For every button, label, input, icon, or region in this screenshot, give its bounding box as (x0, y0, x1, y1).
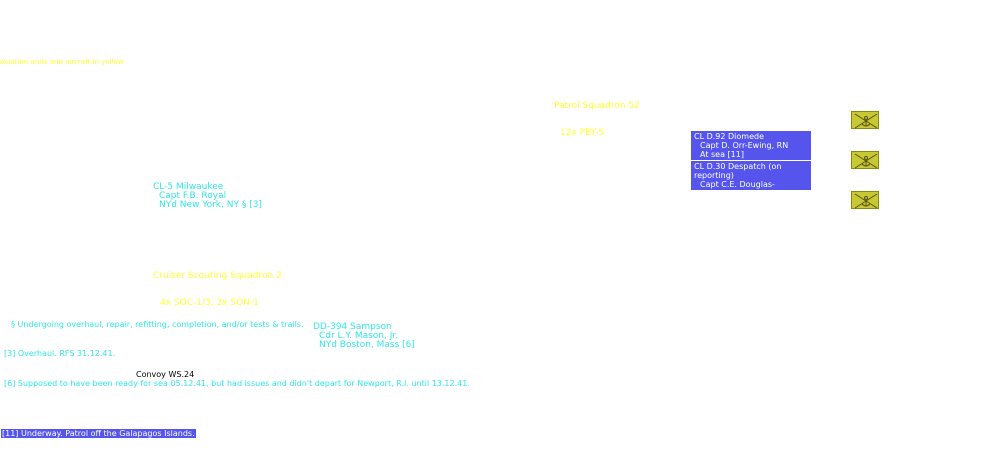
note-3: [3] Overhaul. RFS 31.12.41. (4, 349, 116, 358)
milwaukee-name: CL-5 Milwaukee (153, 182, 224, 192)
ship1-name: CL D.92 Diomede (694, 132, 765, 141)
note-6: [6] Supposed to have been ready for sea … (4, 379, 470, 388)
ship1-captain: Capt D. Orr-Ewing, RN (700, 141, 789, 150)
naval-unit-icon (851, 151, 879, 169)
milwaukee-location: NYd New York, NY § [3] (159, 200, 262, 210)
ship2-location: Bermuda, BWI (700, 198, 757, 207)
convoy-label: Convoy WS.24 (136, 370, 195, 379)
note-11: [11] Underway. Patrol off the Galapagos … (1, 429, 196, 438)
sampson-name: DD-394 Sampson (313, 322, 392, 332)
allied-ships-box: CL D.92 Diomede Capt D. Orr-Ewing, RN At… (691, 131, 811, 207)
milwaukee-block: CL-5 Milwaukee Capt F.B. Royal NYd New Y… (153, 183, 262, 210)
patrol-squadron-aircraft: 12x PBY-5 (560, 128, 605, 138)
ship2-name: CL D.30 Despatch (on reporting) (694, 162, 782, 180)
aviation-legend-note: Aviation units and aircraft in yellow (0, 58, 124, 66)
milwaukee-captain: Capt F.B. Royal (159, 191, 227, 201)
note-11-text: [11] Underway. Patrol off the Galapagos … (1, 429, 196, 438)
cruiser-scouting-name: Cruiser Scouting Squadron 2 (153, 271, 282, 281)
patrol-squadron-name: Patrol Squadron 52 (554, 101, 640, 111)
ship1-location: At sea [11] (700, 150, 744, 159)
naval-unit-icon (851, 111, 879, 129)
box-divider (691, 160, 811, 161)
sampson-block: DD-394 Sampson Cdr L.Y. Mason, Jr. NYd B… (313, 323, 415, 350)
cruiser-scouting-aircraft: 4x SOC-1/3, 2x SON-1 (160, 298, 259, 308)
sampson-location: NYd Boston, Mass [6] (319, 340, 415, 350)
ship2-captain: Capt C.E. Douglas-Pennant, RN (700, 180, 775, 198)
overhaul-footnote: § Undergoing overhaul, repair, refitting… (11, 320, 304, 329)
naval-unit-icon (851, 191, 879, 209)
sampson-commander: Cdr L.Y. Mason, Jr. (319, 331, 399, 341)
